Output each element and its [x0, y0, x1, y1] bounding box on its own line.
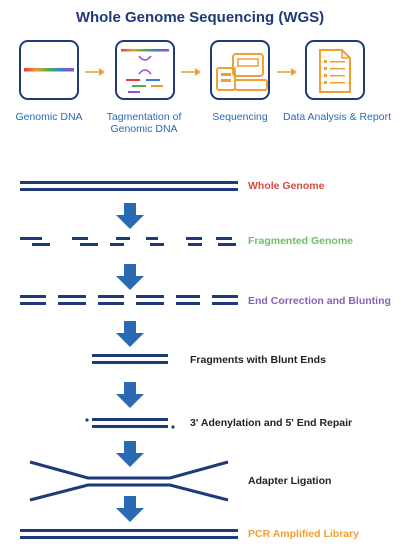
adenylated-fragment	[85, 418, 175, 429]
stage-label-blunt-ends: Fragments with Blunt Ends	[190, 354, 326, 366]
end-corrected-strands	[20, 295, 238, 305]
step-arrow-3	[277, 68, 297, 76]
down-arrow-2	[116, 264, 144, 290]
step-arrow-1	[85, 68, 105, 76]
step-label-genomic-dna: Genomic DNA	[15, 111, 83, 123]
step-arrow-2	[181, 68, 201, 76]
stage-label-whole-genome: Whole Genome	[248, 180, 325, 192]
page-title: Whole Genome Sequencing (WGS)	[75, 9, 325, 26]
stage-label-end-correction: End Correction and Blunting	[248, 295, 391, 307]
down-arrow-5	[116, 441, 144, 467]
stage-label-adapter-ligation: Adapter Ligation	[248, 475, 332, 487]
blunt-end-fragment	[92, 354, 168, 364]
dna-strand-icon	[24, 68, 74, 72]
stage-label-adenylation: 3' Adenylation and 5' End Repair	[190, 417, 353, 429]
pcr-library-strands	[20, 529, 238, 539]
stage-label-pcr-library: PCR Amplified Library	[248, 528, 360, 540]
step-label-report: Data Analysis & Report	[283, 111, 391, 123]
report-document-icon	[319, 49, 351, 93]
step-label-sequencing: Sequencing	[212, 111, 268, 123]
fragmented-genome-strands	[20, 237, 236, 246]
down-arrow-3	[116, 321, 144, 347]
down-arrow-6	[116, 496, 144, 522]
adapter-ligated-fragment	[29, 460, 229, 502]
whole-genome-strands	[20, 181, 238, 191]
down-arrow-1	[116, 203, 144, 229]
sequencer-icon	[216, 53, 268, 91]
stage-label-fragmented-genome: Fragmented Genome	[248, 235, 354, 247]
down-arrow-4	[116, 382, 144, 408]
step-label-tagmentation: Tagmentation of Genomic DNA	[106, 111, 182, 135]
tagmentation-icon	[121, 49, 169, 93]
